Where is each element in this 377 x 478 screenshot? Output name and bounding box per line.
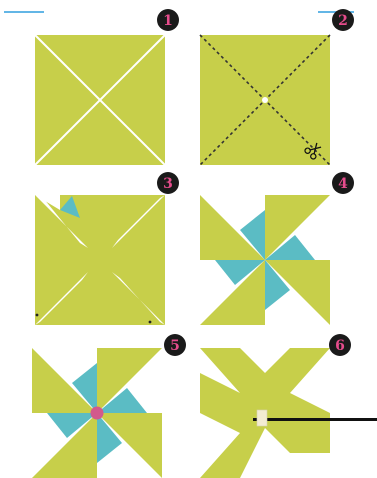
step-2-center-mark	[262, 97, 268, 103]
step-3-number: 3	[163, 176, 173, 192]
step-5-badge: 5	[164, 334, 186, 356]
step-1-panel: 1	[35, 9, 179, 165]
step-5-panel: 5	[32, 334, 186, 478]
step-4-number: 4	[338, 176, 348, 192]
step-4-panel: 4	[200, 172, 354, 325]
step-3-badge: 3	[157, 172, 179, 194]
step-6-number: 6	[335, 338, 345, 354]
step-1-badge: 1	[157, 9, 179, 31]
step-6-panel: 6	[200, 334, 377, 478]
step-5-number: 5	[170, 338, 180, 354]
step-3-dot-br	[149, 321, 152, 324]
step-6-stick	[253, 418, 377, 421]
step-2-panel: 2	[200, 9, 354, 165]
step-2-badge: 2	[332, 9, 354, 31]
step-3-panel: 3	[35, 172, 179, 325]
step-6-stick-clip	[257, 410, 267, 426]
step-5-center-pin	[91, 407, 104, 420]
step-3-dot-bl	[36, 314, 39, 317]
step-2-number: 2	[338, 13, 348, 29]
step-1-number: 1	[163, 13, 173, 29]
step-6-badge: 6	[329, 334, 351, 356]
step-4-badge: 4	[332, 172, 354, 194]
